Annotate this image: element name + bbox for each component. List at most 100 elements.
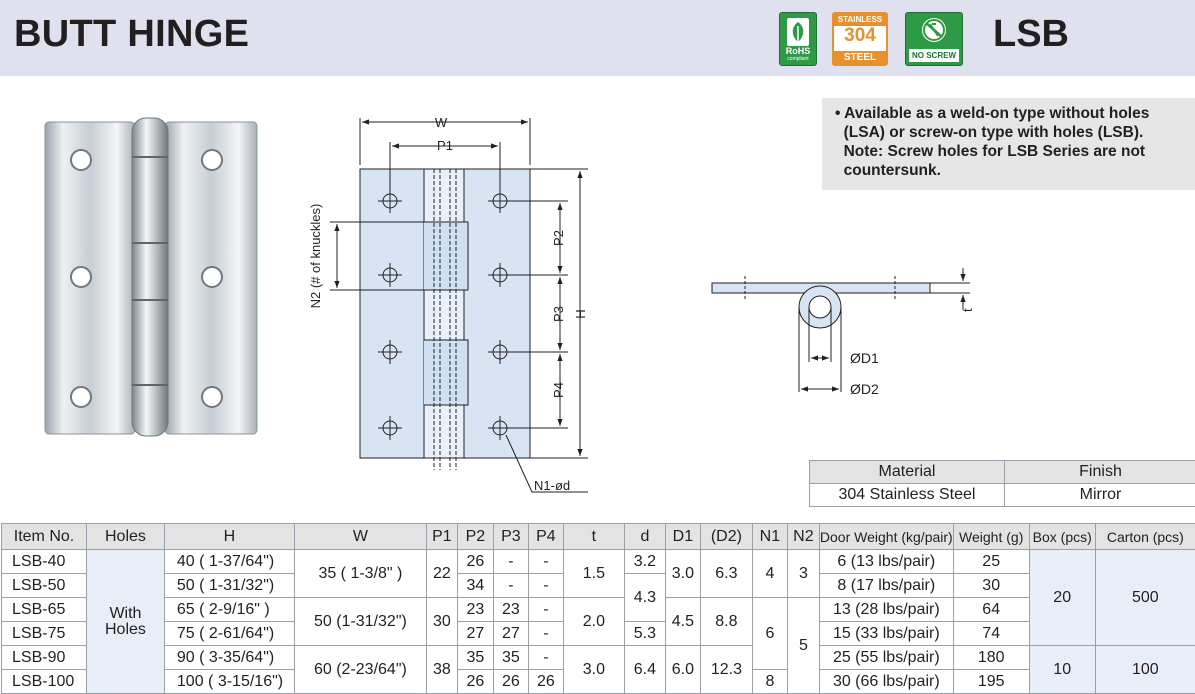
item-no: LSB-90 xyxy=(2,646,87,670)
p2-value: 27 xyxy=(457,622,493,646)
material-value: 304 Stainless Steel xyxy=(810,484,1005,507)
dim-d2: ØD2 xyxy=(850,381,879,397)
weight-value: 195 xyxy=(953,670,1029,694)
dim-n1-d: N1-ød xyxy=(534,478,570,493)
col-d2: (D2) xyxy=(700,524,752,550)
h-value: 75 ( 2-61/64") xyxy=(164,622,294,646)
p3-value: 35 xyxy=(493,646,528,670)
p3-value: - xyxy=(493,574,528,598)
dim-t: t xyxy=(960,308,975,312)
col-weight: Weight (g) xyxy=(953,524,1029,550)
d2-value: 8.8 xyxy=(700,598,752,646)
dim-p2: P2 xyxy=(551,230,566,246)
d-value: 3.2 xyxy=(624,550,665,574)
col-d: d xyxy=(624,524,665,550)
w-value: 50 (1-31/32") xyxy=(294,598,426,646)
p3-value: 27 xyxy=(493,622,528,646)
front-view-drawing xyxy=(330,118,588,492)
col-n1: N1 xyxy=(752,524,787,550)
p4-value: - xyxy=(528,646,563,670)
dim-p4: P4 xyxy=(551,382,566,398)
t-value: 3.0 xyxy=(563,646,624,694)
table-row: LSB-90 90 ( 3-35/64") 60 (2-23/64") 38 3… xyxy=(2,646,1195,670)
note-line: (LSA) or screw-on type with holes (LSB). xyxy=(835,123,1187,142)
w-value: 60 (2-23/64") xyxy=(294,646,426,694)
d-value: 6.4 xyxy=(624,646,665,694)
p4-value: - xyxy=(528,574,563,598)
door-weight-value: 8 (17 lbs/pair) xyxy=(819,574,953,598)
p4-value: 26 xyxy=(528,670,563,694)
p2-value: 35 xyxy=(457,646,493,670)
item-no: LSB-50 xyxy=(2,574,87,598)
d1-value: 4.5 xyxy=(665,598,700,646)
box-value: 10 xyxy=(1029,646,1095,694)
p1-value: 22 xyxy=(426,550,457,598)
d1-value: 3.0 xyxy=(665,550,700,598)
weight-value: 180 xyxy=(953,646,1029,670)
side-view-drawing xyxy=(712,268,970,392)
item-no: LSB-75 xyxy=(2,622,87,646)
p2-value: 26 xyxy=(457,670,493,694)
note-line: countersunk. xyxy=(835,161,1187,180)
t-value: 1.5 xyxy=(563,550,624,598)
n1-value: 8 xyxy=(752,670,787,694)
p2-value: 26 xyxy=(457,550,493,574)
p3-value: 23 xyxy=(493,598,528,622)
door-weight-value: 13 (28 lbs/pair) xyxy=(819,598,953,622)
weight-value: 74 xyxy=(953,622,1029,646)
carton-value: 100 xyxy=(1095,646,1195,694)
t-value: 2.0 xyxy=(563,598,624,646)
table-row: LSB-65 65 ( 2-9/16" ) 50 (1-31/32") 30 2… xyxy=(2,598,1195,622)
weight-value: 64 xyxy=(953,598,1029,622)
p4-value: - xyxy=(528,550,563,574)
item-no: LSB-40 xyxy=(2,550,87,574)
col-holes: Holes xyxy=(87,524,165,550)
weight-value: 30 xyxy=(953,574,1029,598)
spec-header-row: Item No. Holes H W P1 P2 P3 P4 t d D1 (D… xyxy=(2,524,1195,550)
p2-value: 34 xyxy=(457,574,493,598)
product-note: • Available as a weld-on type without ho… xyxy=(822,98,1195,190)
col-carton: Carton (pcs) xyxy=(1095,524,1195,550)
door-weight-value: 25 (55 lbs/pair) xyxy=(819,646,953,670)
hinge-photo xyxy=(45,118,257,436)
side-view-labels: t ØD1 ØD2 xyxy=(850,308,975,397)
col-p1: P1 xyxy=(426,524,457,550)
door-weight-value: 6 (13 lbs/pair) xyxy=(819,550,953,574)
n2-value: 5 xyxy=(787,598,819,694)
holes-value: With Holes xyxy=(87,550,165,694)
dim-h: H xyxy=(573,309,588,318)
finish-header: Finish xyxy=(1005,461,1195,484)
d1-value: 6.0 xyxy=(665,646,700,694)
p3-value: - xyxy=(493,550,528,574)
col-p4: P4 xyxy=(528,524,563,550)
col-p3: P3 xyxy=(493,524,528,550)
d-value: 4.3 xyxy=(624,574,665,622)
col-p2: P2 xyxy=(457,524,493,550)
d2-value: 12.3 xyxy=(700,646,752,694)
h-value: 100 ( 3-15/16") xyxy=(164,670,294,694)
material-header: Material xyxy=(810,461,1005,484)
col-d1: D1 xyxy=(665,524,700,550)
note-line: • Available as a weld-on type without ho… xyxy=(835,104,1187,123)
material-table: Material Finish 304 Stainless Steel Mirr… xyxy=(809,460,1195,507)
dim-d1: ØD1 xyxy=(850,350,879,366)
weight-value: 25 xyxy=(953,550,1029,574)
col-t: t xyxy=(563,524,624,550)
spec-table: Item No. Holes H W P1 P2 P3 P4 t d D1 (D… xyxy=(1,523,1195,694)
col-box: Box (pcs) xyxy=(1029,524,1095,550)
door-weight-value: 15 (33 lbs/pair) xyxy=(819,622,953,646)
p1-value: 30 xyxy=(426,598,457,646)
col-item: Item No. xyxy=(2,524,87,550)
dim-p3: P3 xyxy=(551,306,566,322)
item-no: LSB-65 xyxy=(2,598,87,622)
col-door-weight: Door Weight (kg/pair) xyxy=(819,524,953,550)
w-value: 35 ( 1-3/8" ) xyxy=(294,550,426,598)
h-value: 90 ( 3-35/64") xyxy=(164,646,294,670)
d2-value: 6.3 xyxy=(700,550,752,598)
d-value: 5.3 xyxy=(624,622,665,646)
n1-value: 4 xyxy=(752,550,787,598)
p4-value: - xyxy=(528,598,563,622)
item-no: LSB-100 xyxy=(2,670,87,694)
n2-value: 3 xyxy=(787,550,819,598)
finish-value: Mirror xyxy=(1005,484,1195,507)
